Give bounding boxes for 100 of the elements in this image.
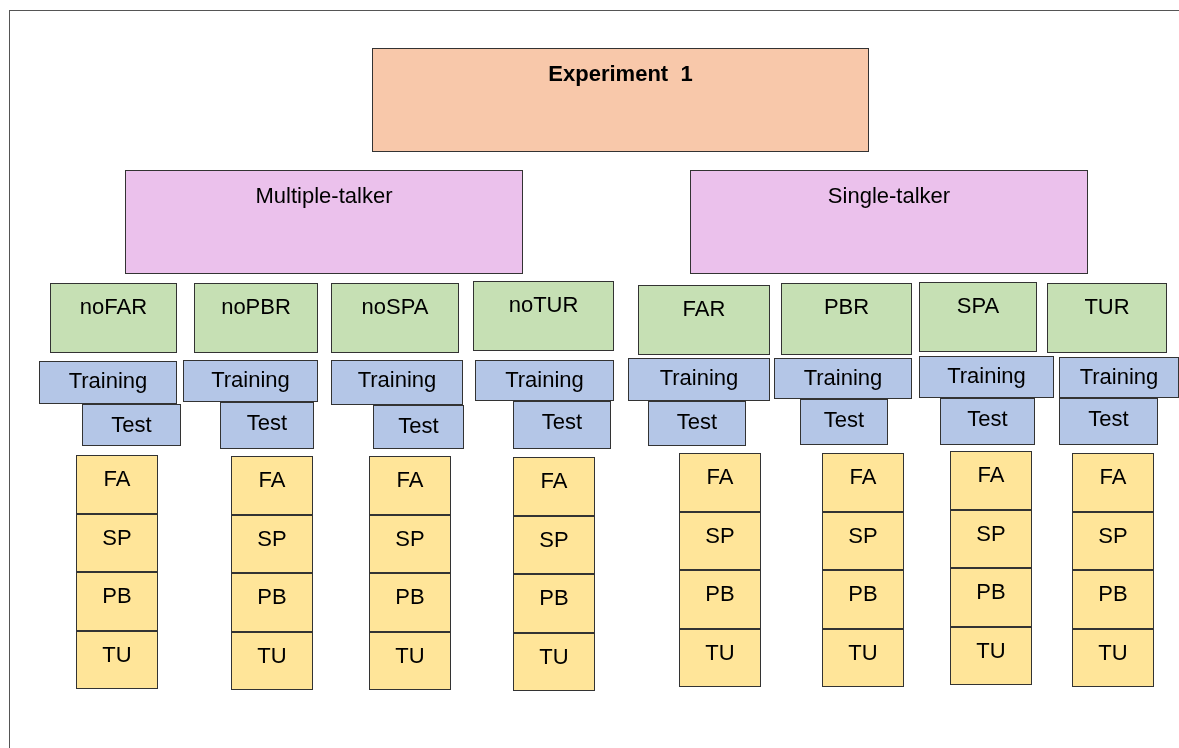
box-label: FA: [706, 464, 734, 490]
box-label: Test: [823, 407, 865, 433]
box-label: noTUR: [508, 292, 579, 318]
training-box: [919, 356, 1054, 398]
box-label: Test: [398, 413, 439, 439]
test-box: [82, 404, 181, 446]
test-item-box: [822, 453, 904, 512]
box-label: TU: [976, 637, 1006, 664]
test-item-box: [679, 511, 761, 570]
box-label: FA: [258, 467, 286, 493]
test-item-box: [679, 453, 761, 512]
test-item-box: [76, 572, 158, 631]
box-label: noPBR: [221, 294, 291, 320]
test-item-box: [513, 515, 595, 574]
test-item-box: [369, 456, 451, 515]
training-box: [475, 360, 614, 401]
box-label: SP: [257, 525, 287, 552]
condition-box: [473, 281, 614, 351]
box-label: PB: [102, 583, 132, 609]
test-item-box: [1072, 628, 1154, 687]
test-box: [940, 398, 1035, 445]
test-box: [648, 401, 746, 446]
training-box: [774, 358, 912, 399]
condition-box: [781, 283, 912, 355]
test-item-box: [513, 574, 595, 633]
box-label: PB: [848, 581, 878, 607]
test-item-box: [950, 509, 1032, 568]
box-label: SP: [705, 522, 735, 549]
test-item-box: [1072, 570, 1154, 629]
box-label: PB: [395, 584, 425, 610]
box-label: Training: [211, 367, 290, 393]
test-item-box: [231, 514, 313, 573]
box-label: Test: [967, 406, 1008, 432]
test-item-box: [76, 455, 158, 514]
test-item-box: [950, 451, 1032, 510]
box-label: SP: [848, 522, 878, 549]
box-label: Training: [947, 363, 1026, 389]
box-label: Training: [68, 368, 148, 394]
box-label: PB: [705, 581, 735, 607]
test-box: [800, 399, 888, 445]
condition-box: [638, 285, 770, 355]
test-item-box: [679, 570, 761, 629]
box-label: Training: [1079, 364, 1159, 390]
condition-box: [331, 283, 459, 353]
box-label: Experiment 1: [548, 61, 693, 87]
group-box: [690, 170, 1088, 274]
box-label: Training: [357, 367, 437, 393]
test-item-box: [513, 457, 595, 516]
training-box: [183, 360, 318, 402]
box-label: TU: [395, 642, 425, 669]
test-item-box: [231, 456, 313, 515]
box-label: TU: [848, 639, 878, 666]
box-label: TU: [257, 642, 287, 669]
test-item-box: [822, 628, 904, 687]
box-label: FA: [103, 466, 131, 492]
test-item-box: [369, 573, 451, 632]
training-box: [1059, 357, 1179, 398]
group-box: [125, 170, 523, 274]
box-label: PB: [976, 579, 1006, 605]
box-label: PB: [1098, 581, 1128, 607]
box-label: PB: [257, 584, 287, 610]
box-label: Test: [541, 409, 583, 435]
box-label: Test: [246, 410, 288, 436]
box-label: FA: [396, 467, 424, 493]
box-label: FAR: [682, 296, 726, 322]
box-label: SP: [102, 524, 132, 551]
box-label: FA: [1099, 464, 1127, 490]
box-label: SP: [539, 526, 569, 553]
box-label: TU: [102, 641, 132, 668]
test-box: [220, 402, 314, 449]
test-item-box: [231, 631, 313, 690]
condition-box: [194, 283, 318, 353]
test-item-box: [1072, 511, 1154, 570]
test-item-box: [822, 570, 904, 629]
test-item-box: [369, 631, 451, 690]
box-label: SPA: [956, 293, 1000, 319]
box-label: Single-talker: [827, 183, 951, 209]
box-label: Training: [659, 365, 739, 391]
test-item-box: [679, 628, 761, 687]
box-label: Multiple-talker: [255, 183, 393, 209]
box-label: Test: [676, 409, 718, 435]
training-box: [39, 361, 177, 404]
box-label: FA: [849, 464, 877, 490]
box-label: TUR: [1084, 294, 1130, 320]
box-label: Training: [505, 367, 584, 393]
box-label: TU: [705, 639, 735, 666]
box-label: SP: [1098, 522, 1128, 549]
training-box: [331, 360, 463, 405]
test-item-box: [1072, 453, 1154, 512]
test-box: [1059, 398, 1158, 445]
test-item-box: [369, 514, 451, 573]
test-box: [373, 405, 464, 449]
test-item-box: [76, 513, 158, 572]
test-item-box: [513, 632, 595, 691]
test-item-box: [950, 568, 1032, 627]
experiment-box: [372, 48, 869, 152]
test-box: [513, 401, 611, 449]
test-item-box: [231, 573, 313, 632]
condition-box: [919, 282, 1037, 352]
box-label: Test: [1088, 406, 1129, 432]
